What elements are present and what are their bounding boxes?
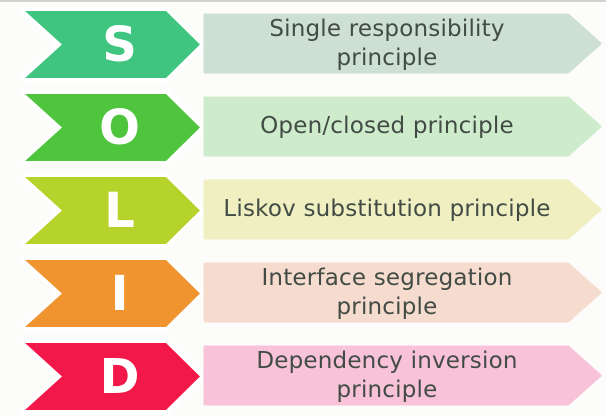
principle-label: Interface segregation principle <box>261 265 513 320</box>
arrow-letter: O <box>99 99 140 156</box>
arrow-polygon <box>21 173 204 248</box>
arrow-shape <box>21 173 204 248</box>
band-polygon <box>203 262 602 323</box>
solid-row-interface-segregation: Interface segregation principle I <box>0 253 606 336</box>
arrow-letter: I <box>110 265 129 322</box>
arrow-polygon <box>21 7 204 82</box>
solid-row-liskov-substitution: Liskov substitution principle L <box>0 170 606 253</box>
band-polygon <box>203 345 602 406</box>
principle-label: Single responsibility principle <box>269 16 505 71</box>
principle-label: Open/closed principle <box>260 113 514 140</box>
arrow-shape <box>21 7 204 82</box>
solid-row-dependency-inversion: Dependency inversion principle D <box>0 336 606 416</box>
principle-label: Dependency inversion principle <box>256 348 518 403</box>
solid-row-single-responsibility: Single responsibility principle S <box>0 4 606 87</box>
arrow-polygon <box>21 256 204 331</box>
band-shape <box>203 96 602 157</box>
band-polygon <box>203 13 602 74</box>
band-polygon <box>203 96 602 157</box>
arrow-letter: S <box>102 16 137 73</box>
band-shape <box>203 345 602 406</box>
top-border-line <box>0 0 606 2</box>
arrow-polygon <box>21 339 204 414</box>
band-shape <box>203 13 602 74</box>
arrow-polygon <box>21 90 204 165</box>
arrow-letter: L <box>104 182 135 239</box>
solid-row-open-closed: Open/closed principle O <box>0 87 606 170</box>
arrow-shape <box>21 339 204 414</box>
band-shape <box>203 262 602 323</box>
arrow-shape <box>21 90 204 165</box>
band-shape <box>203 179 602 240</box>
arrow-shape <box>21 256 204 331</box>
principle-label: Liskov substitution principle <box>223 196 551 223</box>
band-polygon <box>203 179 602 240</box>
arrow-letter: D <box>99 348 140 405</box>
